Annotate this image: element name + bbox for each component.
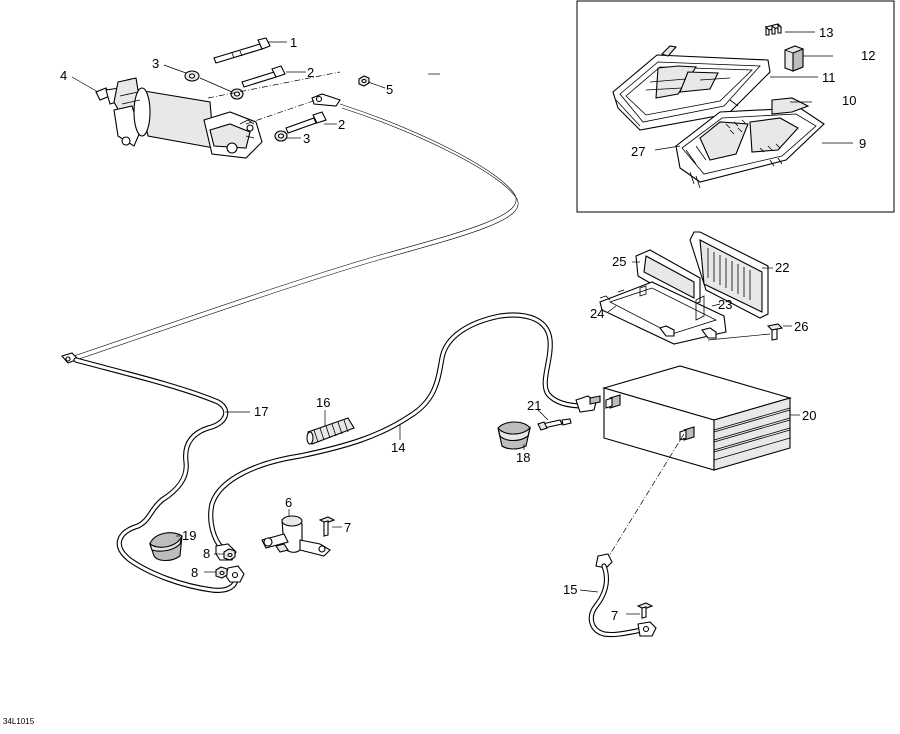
callout-2b: 2 bbox=[338, 117, 345, 132]
nut-8-upper bbox=[223, 548, 236, 561]
screw-21 bbox=[537, 418, 572, 431]
callout-22: 22 bbox=[775, 260, 789, 275]
nut-8-lower bbox=[215, 566, 228, 579]
battery-20 bbox=[602, 365, 792, 471]
retainer-25 bbox=[635, 249, 701, 307]
callout-6: 6 bbox=[285, 495, 292, 510]
inset-frame bbox=[576, 0, 895, 213]
callout-23: 23 bbox=[718, 297, 732, 312]
callout-8a: 8 bbox=[203, 546, 210, 561]
callout-18: 18 bbox=[516, 450, 530, 465]
callout-19: 19 bbox=[182, 528, 196, 543]
relay-part bbox=[784, 45, 804, 72]
callout-14: 14 bbox=[391, 440, 405, 455]
callout-4: 4 bbox=[60, 68, 67, 83]
ground-cable-17 bbox=[61, 352, 245, 593]
positive-cable-14 bbox=[208, 312, 601, 561]
bolt-2-lower bbox=[285, 111, 327, 134]
terminal-cap-18 bbox=[497, 421, 532, 450]
callout-2a: 2 bbox=[307, 65, 314, 80]
battery-tray-24 bbox=[599, 281, 727, 345]
bolt-2-upper bbox=[241, 65, 286, 88]
callout-10: 10 bbox=[842, 93, 856, 108]
callout-11: 11 bbox=[822, 70, 836, 85]
callout-24: 24 bbox=[590, 306, 604, 321]
document-id: 34L1015 bbox=[3, 717, 35, 726]
callout-8b: 8 bbox=[191, 565, 198, 580]
callout-12: 12 bbox=[861, 48, 875, 63]
callout-15: 15 bbox=[563, 582, 577, 597]
callout-7a: 7 bbox=[344, 520, 351, 535]
callout-26: 26 bbox=[794, 319, 808, 334]
callout-25: 25 bbox=[612, 254, 626, 269]
callout-21: 21 bbox=[527, 398, 541, 413]
bolt-1 bbox=[213, 37, 271, 64]
rubber-boot-16 bbox=[306, 417, 355, 445]
callout-3a: 3 bbox=[152, 56, 159, 71]
callout-1: 1 bbox=[290, 35, 297, 50]
callout-3b: 3 bbox=[303, 131, 310, 146]
screw-7-upper bbox=[318, 516, 336, 537]
washer-3-upper bbox=[184, 70, 244, 100]
starter-long-cable bbox=[73, 103, 517, 357]
fuse-box-base bbox=[675, 97, 825, 189]
washer-3-lower bbox=[274, 130, 288, 142]
boot-19 bbox=[148, 532, 183, 562]
callout-7b: 7 bbox=[611, 608, 618, 623]
screw-26 bbox=[766, 323, 784, 341]
callout-17: 17 bbox=[254, 404, 268, 419]
screw-7-lower bbox=[636, 602, 654, 619]
fuse-part bbox=[764, 23, 783, 36]
callout-16: 16 bbox=[316, 395, 330, 410]
callout-20: 20 bbox=[802, 408, 816, 423]
solenoid-6 bbox=[261, 515, 331, 557]
callout-13: 13 bbox=[819, 25, 833, 40]
callout-27: 27 bbox=[631, 144, 645, 159]
cable-terminal bbox=[311, 93, 341, 107]
starter-motor bbox=[95, 77, 263, 159]
nut-5 bbox=[358, 75, 370, 87]
negative-cable-15 bbox=[588, 553, 657, 638]
callout-5: 5 bbox=[386, 82, 393, 97]
battery-holder-22 bbox=[689, 231, 769, 319]
callout-9: 9 bbox=[859, 136, 866, 151]
